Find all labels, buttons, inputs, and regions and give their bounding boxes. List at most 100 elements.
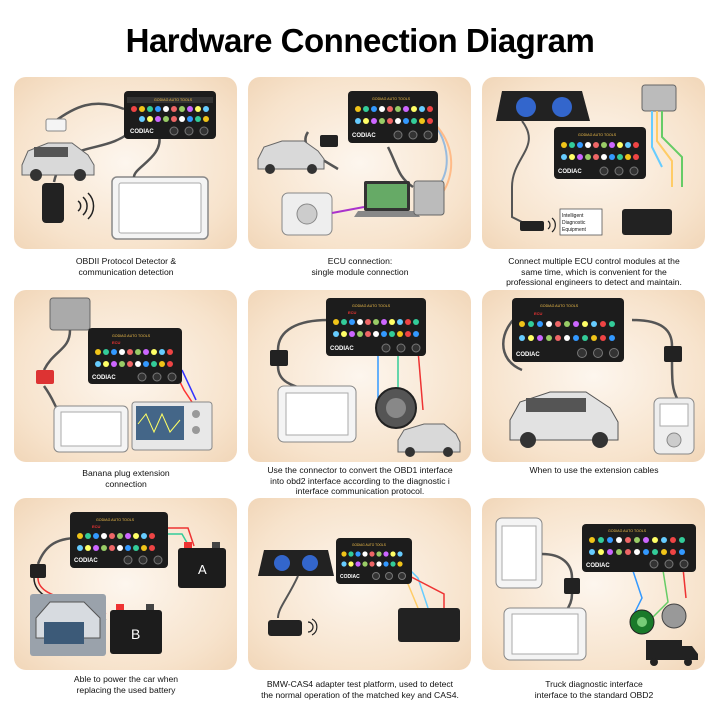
svg-text:CODIAC: CODIAC: [92, 375, 116, 381]
svg-text:ECU: ECU: [92, 524, 101, 529]
car-icon: [21, 142, 95, 181]
tablet-stand-icon: [495, 517, 543, 589]
car-icon: [509, 391, 619, 448]
svg-text:GODIAG AUTO TOOLS: GODIAG AUTO TOOLS: [608, 529, 647, 533]
svg-text:Diagnostic: Diagnostic: [562, 220, 586, 226]
battery-b-icon: B: [110, 604, 162, 654]
codiac-device: GODIAG AUTO TOOLS CODIAC: [554, 127, 646, 179]
round-connector-icon: [375, 387, 417, 429]
car-icon: [397, 423, 461, 457]
wireless-icon: [547, 217, 556, 233]
obd-connector-icon: [45, 118, 67, 132]
truck-obd2-illustration: GODIAG AUTO TOOLS CODIAC: [495, 517, 698, 666]
key-icon: [268, 620, 302, 636]
svg-text:ECU: ECU: [348, 310, 357, 315]
diagnostic-tablet-icon: [53, 405, 129, 453]
panel-ecu-single: GODIAG AUTO TOOLS CODIAC: [248, 77, 471, 249]
key-icon: [520, 221, 544, 231]
obd2-detector-illustration: CODIAC GODIAG AUTO TOOLS: [21, 91, 216, 240]
svg-text:CODIAC: CODIAC: [558, 169, 582, 175]
wireless-icon: [307, 618, 318, 636]
car-repair-photo: [30, 594, 106, 656]
ecu-module-icon: [49, 297, 91, 331]
ecu-module-icon: [641, 84, 677, 112]
panel-power-car: GODIAG AUTO TOOLS ECU CODIAC A: [14, 498, 237, 670]
svg-text:GODIAG AUTO TOOLS: GODIAG AUTO TOOLS: [578, 133, 617, 137]
oscilloscope-icon: [131, 401, 213, 451]
diagnostic-tablet-icon: [503, 607, 587, 661]
svg-text:CODIAC: CODIAC: [586, 563, 610, 569]
obd-connector-icon: [320, 135, 338, 147]
device-brand: CODIAC: [130, 129, 154, 135]
svg-text:GODIAG AUTO TOOLS: GODIAG AUTO TOOLS: [96, 518, 135, 522]
caption-obd1-convert: Use the connector to convert the OBD1 in…: [267, 465, 453, 496]
dashboard-cluster-icon: [496, 91, 590, 121]
codiac-device: GODIAG AUTO TOOLS ECU CODIAC: [88, 328, 182, 384]
intelligent-diagnostic-equipment-label: Intelligent Diagnostic Equipment: [559, 208, 603, 236]
obd-connector-icon: [30, 564, 46, 578]
svg-text:CODIAC: CODIAC: [352, 133, 376, 139]
svg-text:CODIAC: CODIAC: [340, 574, 360, 580]
laptop-icon: [354, 181, 420, 217]
caption-extension-cables: When to use the extension cables: [529, 465, 659, 475]
obd-connector-icon: [36, 370, 54, 384]
obd-connector-icon: [270, 350, 288, 366]
codiac-device: GODIAG AUTO TOOLS ECU CODIAC: [70, 512, 168, 568]
svg-text:Equipment: Equipment: [562, 227, 587, 233]
codiac-device: GODIAG AUTO TOOLS ECU CODIAC: [326, 298, 426, 356]
codiac-device: CODIAC GODIAG AUTO TOOLS: [124, 91, 216, 139]
truck-icon: [646, 640, 698, 666]
obd-dongle-icon: [42, 183, 64, 223]
truck-connector-icon: [629, 603, 687, 635]
svg-text:CODIAC: CODIAC: [74, 558, 98, 564]
panel-truck-obd2: GODIAG AUTO TOOLS CODIAC: [482, 498, 705, 670]
battery-b-label: B: [131, 626, 140, 642]
svg-text:CODIAC: CODIAC: [330, 346, 354, 352]
svg-text:GODIAG AUTO TOOLS: GODIAG AUTO TOOLS: [540, 304, 579, 308]
obd-connector-icon: [664, 346, 682, 362]
panel-ecu-multiple: GODIAG AUTO TOOLS CODIAC Intelligent Dia…: [482, 77, 705, 249]
svg-text:GODIAG AUTO TOOLS: GODIAG AUTO TOOLS: [372, 97, 411, 101]
obd-connector-icon: [564, 578, 580, 594]
dashboard-cluster-icon: [258, 550, 334, 576]
power-car-illustration: GODIAG AUTO TOOLS ECU CODIAC A: [30, 512, 226, 656]
cas4-module-icon: [398, 608, 460, 642]
ecu-module-icon: [413, 180, 445, 216]
svg-text:GODIAG AUTO TOOLS: GODIAG AUTO TOOLS: [352, 543, 386, 547]
ecu-single-illustration: GODIAG AUTO TOOLS CODIAC: [257, 91, 453, 236]
caption-ecu-multiple: Connect multiple ECU control modules at …: [506, 256, 682, 287]
svg-text:GODIAG AUTO TOOLS: GODIAG AUTO TOOLS: [352, 304, 391, 308]
diagnostic-tablet-icon: [277, 385, 357, 443]
caption-ecu-single: ECU connection:single module connection: [311, 256, 409, 277]
codiac-device: GODIAG AUTO TOOLS ECU CODIAC: [512, 298, 624, 362]
battery-a-icon: A: [178, 542, 226, 588]
svg-text:GODIAG AUTO TOOLS: GODIAG AUTO TOOLS: [112, 334, 151, 338]
diagnostic-tablet-icon: [281, 192, 333, 236]
diagnostic-handheld-icon: [653, 397, 695, 455]
panel-extension-cables: GODIAG AUTO TOOLS ECU CODIAC: [482, 290, 705, 462]
panel-obd2-detector: CODIAC GODIAG AUTO TOOLS: [14, 77, 237, 249]
panel-banana-plug: GODIAG AUTO TOOLS ECU CODIAC: [14, 290, 237, 462]
panel-obd1-convert: GODIAG AUTO TOOLS ECU CODIAC: [248, 290, 471, 462]
codiac-device: GODIAG AUTO TOOLS CODIAC: [582, 524, 696, 572]
ecu-multiple-illustration: GODIAG AUTO TOOLS CODIAC Intelligent Dia…: [496, 84, 683, 236]
caption-obd2-detector: OBDII Protocol Detector &communication d…: [75, 256, 177, 277]
caption-bmw-cas4: BMW-CAS4 adapter test platform, used to …: [261, 679, 459, 700]
codiac-device: GODIAG AUTO TOOLS CODIAC: [336, 538, 412, 584]
svg-text:ECU: ECU: [112, 340, 121, 345]
svg-text:ECU: ECU: [534, 311, 543, 316]
svg-text:CODIAC: CODIAC: [516, 352, 540, 358]
battery-a-label: A: [198, 562, 207, 577]
banana-plug-illustration: GODIAG AUTO TOOLS ECU CODIAC: [36, 297, 213, 453]
obd1-convert-illustration: GODIAG AUTO TOOLS ECU CODIAC: [270, 298, 461, 457]
car-icon: [257, 140, 325, 174]
codiac-device: GODIAG AUTO TOOLS CODIAC: [348, 91, 438, 143]
bmw-cas4-illustration: GODIAG AUTO TOOLS CODIAC: [258, 538, 460, 642]
svg-text:Intelligent: Intelligent: [562, 213, 584, 219]
page-title: Hardware Connection Diagram: [125, 22, 595, 59]
device-header: GODIAG AUTO TOOLS: [154, 98, 193, 102]
extension-cables-illustration: GODIAG AUTO TOOLS ECU CODIAC: [502, 298, 695, 455]
